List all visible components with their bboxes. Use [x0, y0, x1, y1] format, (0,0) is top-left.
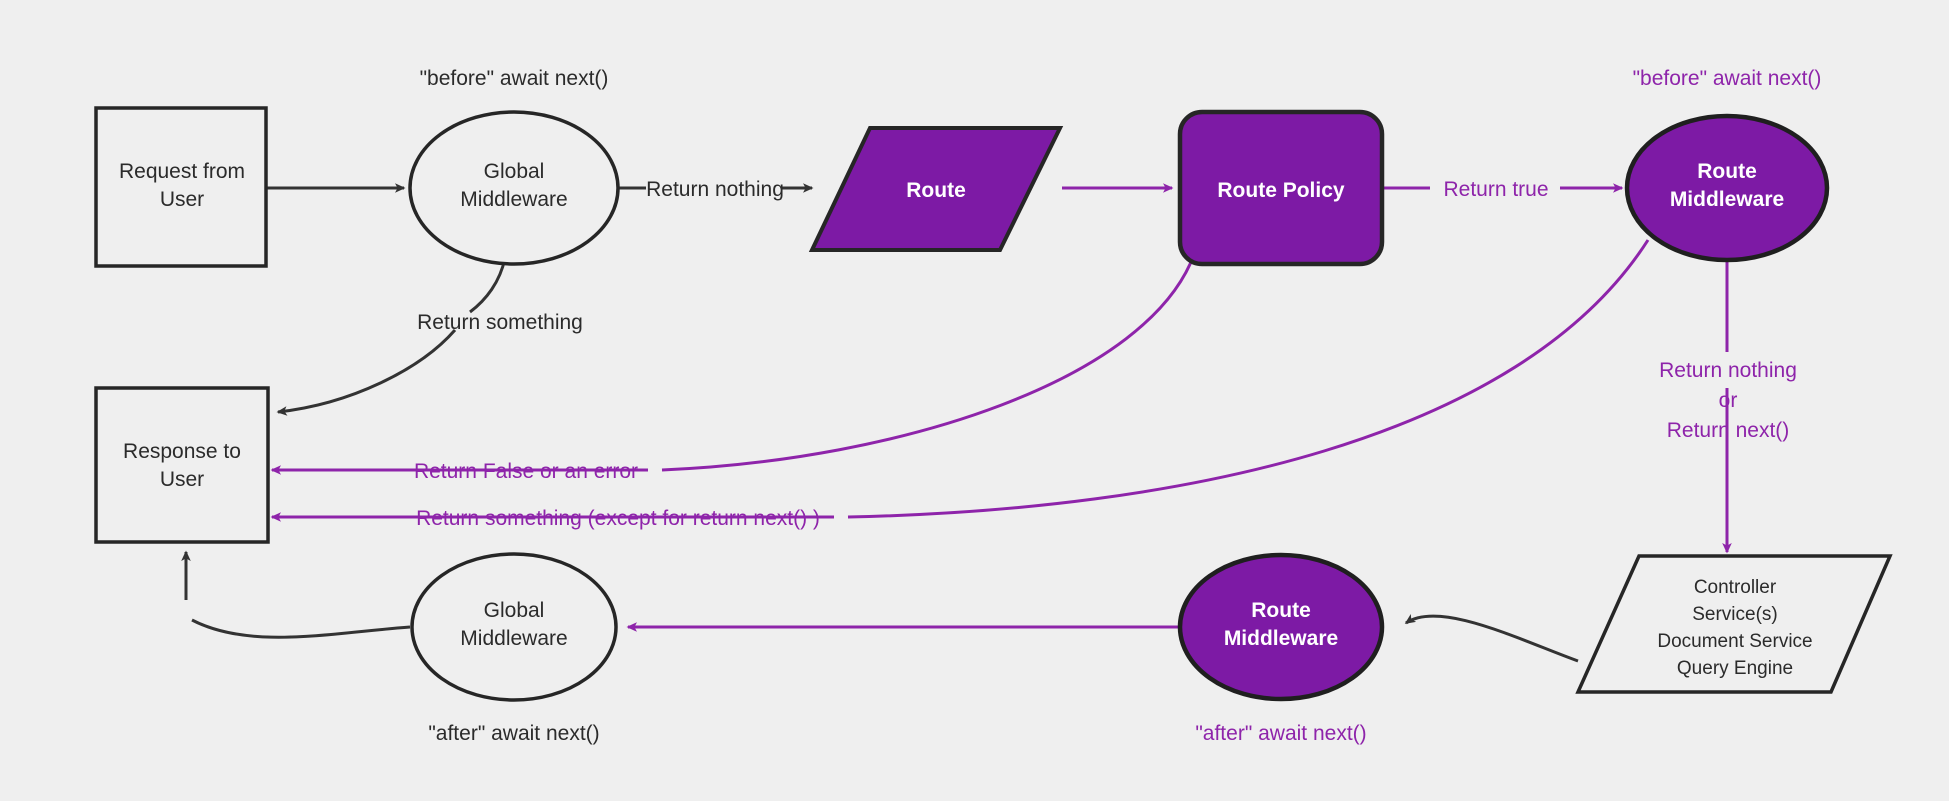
node-global-middleware-before[interactable] [408, 110, 620, 266]
node-route-middleware-before[interactable] [1624, 113, 1830, 263]
node-route-middleware-after[interactable] [1177, 552, 1385, 702]
edge-global-after-to-response [181, 550, 411, 639]
edge-controller-to-route-middleware-after [1404, 613, 1579, 663]
node-response-to-user[interactable] [94, 386, 270, 544]
node-route[interactable] [808, 126, 1064, 252]
edge-policy-to-response [270, 251, 1197, 475]
node-route-policy[interactable] [1177, 109, 1385, 267]
edge-global-to-response [276, 257, 507, 416]
node-request-from-user[interactable] [94, 106, 268, 268]
edge-middleware-to-response [270, 239, 1650, 522]
node-global-middleware-after[interactable] [410, 552, 618, 702]
node-controller-stack[interactable] [1575, 554, 1893, 694]
